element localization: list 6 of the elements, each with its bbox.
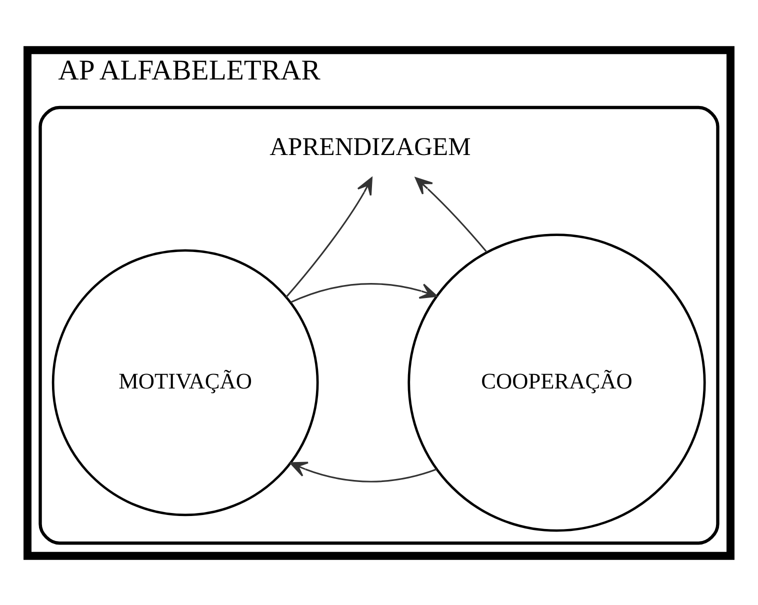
node-circle: MOTIVAÇÃO	[52, 248, 319, 516]
arrow	[290, 282, 438, 303]
arrow	[414, 176, 488, 252]
arrow	[290, 461, 437, 482]
node-circle: COOPERAÇÃO	[408, 233, 706, 532]
arrow	[285, 176, 372, 298]
